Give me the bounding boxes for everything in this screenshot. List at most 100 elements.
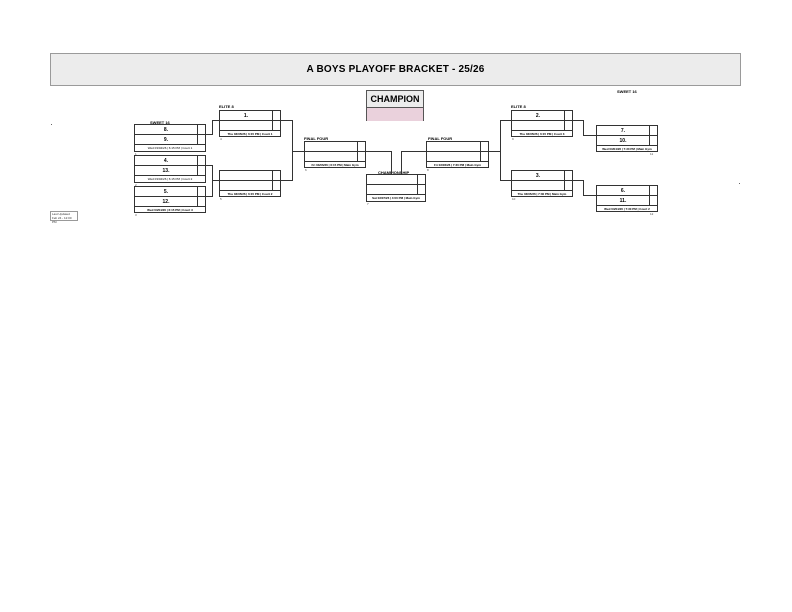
team-slot[interactable]: 9. bbox=[163, 136, 169, 143]
bracket-line bbox=[573, 120, 583, 121]
team-slot[interactable] bbox=[367, 175, 417, 184]
game-number: 2 bbox=[135, 183, 137, 187]
team-slot[interactable] bbox=[427, 152, 480, 161]
bracket-line bbox=[281, 120, 292, 121]
score-slot[interactable] bbox=[480, 142, 488, 151]
team-slot[interactable] bbox=[220, 171, 272, 180]
team-slot[interactable]: 3. bbox=[535, 172, 541, 179]
game-info: Fri 03/06/26 | 6:15 PM | Main Gym bbox=[311, 163, 359, 167]
champion-slot[interactable] bbox=[367, 108, 423, 121]
score-slot[interactable] bbox=[480, 152, 488, 161]
bracket-line bbox=[583, 135, 596, 136]
team-slot[interactable]: 7. bbox=[620, 127, 626, 134]
bracket-line bbox=[391, 151, 392, 174]
stray-mark bbox=[739, 183, 740, 184]
page-title: A BOYS PLAYOFF BRACKET - 25/26 bbox=[50, 53, 741, 86]
bracket-line bbox=[366, 151, 391, 152]
score-slot[interactable] bbox=[197, 135, 205, 144]
team-slot[interactable]: 11. bbox=[619, 197, 627, 204]
score-slot[interactable] bbox=[417, 185, 425, 194]
score-slot[interactable] bbox=[197, 166, 205, 175]
bracket-line bbox=[292, 151, 304, 152]
game-info: Thu 03/05/26 | 7:30 PM | Main Gym bbox=[517, 192, 567, 196]
game-number: 5 bbox=[220, 197, 222, 201]
bracket-line bbox=[583, 180, 584, 195]
team-slot[interactable]: 8. bbox=[163, 126, 169, 133]
score-slot[interactable] bbox=[649, 136, 657, 145]
team-slot[interactable] bbox=[512, 121, 564, 130]
game-9: 2. Thu 03/05/26 | 6:15 PM | Court 3 bbox=[511, 110, 573, 137]
bracket-line bbox=[292, 120, 293, 181]
game-info: Fri 03/06/26 | 7:30 PM | Main Gym bbox=[433, 163, 482, 167]
score-slot[interactable] bbox=[564, 111, 572, 120]
game-number: 6 bbox=[305, 168, 307, 172]
game-5: Thu 03/05/26 | 6:15 PM | Court 2 bbox=[219, 170, 281, 197]
team-slot[interactable]: 1. bbox=[243, 112, 249, 119]
score-slot[interactable] bbox=[357, 142, 365, 151]
bracket-line bbox=[500, 180, 511, 181]
game-info: Wed 03/04/26 | 6:15 PM | Court 2 bbox=[135, 176, 205, 182]
score-slot[interactable] bbox=[357, 152, 365, 161]
game-info: Wed 03/04/26 | 7:30 PM | Main Gym bbox=[602, 147, 652, 151]
score-slot[interactable] bbox=[272, 171, 280, 180]
game-3: 5. 12. Wed 03/04/26 | 6:15 PM | Court 3 bbox=[134, 186, 206, 213]
bracket-line bbox=[206, 134, 212, 135]
team-slot[interactable]: 6. bbox=[620, 187, 626, 194]
team-slot[interactable] bbox=[367, 185, 417, 194]
score-slot[interactable] bbox=[564, 171, 572, 180]
score-slot[interactable] bbox=[272, 181, 280, 190]
score-slot[interactable] bbox=[649, 186, 657, 195]
last-updated-note: Last Updated Feb 24 - 12:00 PM bbox=[50, 211, 78, 224]
team-slot[interactable] bbox=[305, 152, 357, 161]
round-label-elite8-right: ELITE 8 bbox=[511, 104, 526, 109]
bracket-line bbox=[489, 151, 500, 152]
team-slot[interactable] bbox=[220, 121, 272, 130]
team-slot[interactable]: 5. bbox=[163, 188, 169, 195]
team-slot[interactable] bbox=[512, 181, 564, 190]
team-slot[interactable] bbox=[427, 142, 480, 151]
bracket-line bbox=[573, 180, 583, 181]
game-info: Wed 03/04/26 | 7:30 PM | Court 2 bbox=[604, 207, 650, 211]
score-slot[interactable] bbox=[417, 175, 425, 184]
game-info: Thu 03/05/26 | 6:15 PM | Court 1 bbox=[227, 132, 273, 136]
score-slot[interactable] bbox=[272, 121, 280, 130]
score-slot[interactable] bbox=[197, 125, 205, 134]
team-slot[interactable]: 10. bbox=[619, 137, 627, 144]
game-2: 4. 13. Wed 03/04/26 | 6:15 PM | Court 2 bbox=[134, 155, 206, 183]
round-label-final4-right: FINAL FOUR bbox=[428, 136, 453, 141]
game-8: Fri 03/06/26 | 7:30 PM | Main Gym bbox=[426, 141, 489, 168]
game-number: 4 bbox=[220, 137, 222, 141]
score-slot[interactable] bbox=[564, 121, 572, 130]
game-info: Wed 03/04/26 | 6:15 PM | Court 1 bbox=[135, 145, 205, 151]
last-updated-value: Feb 24 - 12:00 PM bbox=[52, 216, 72, 224]
score-slot[interactable] bbox=[197, 197, 205, 206]
score-slot[interactable] bbox=[272, 111, 280, 120]
game-4: 1. Thu 03/05/26 | 6:15 PM | Court 1 bbox=[219, 110, 281, 137]
score-slot[interactable] bbox=[649, 196, 657, 205]
round-label-championship: CHAMPIONSHIP bbox=[378, 170, 410, 175]
bracket-line bbox=[500, 120, 501, 181]
bracket-line bbox=[206, 196, 212, 197]
team-slot[interactable]: 2. bbox=[535, 112, 541, 119]
game-7: Sat 03/07/26 | 4:00 PM | Main Gym bbox=[366, 174, 426, 202]
team-slot[interactable]: 4. bbox=[163, 157, 169, 164]
round-label-sweet16-right: SWEET 16 bbox=[617, 89, 637, 94]
game-info: Wed 03/04/26 | 6:15 PM | Court 3 bbox=[147, 208, 193, 212]
team-slot[interactable] bbox=[220, 181, 272, 190]
champion-box: CHAMPION bbox=[366, 90, 424, 121]
bracket-line bbox=[583, 120, 584, 135]
bracket-line bbox=[212, 120, 219, 121]
team-slot[interactable]: 12. bbox=[162, 198, 170, 205]
score-slot[interactable] bbox=[564, 181, 572, 190]
score-slot[interactable] bbox=[649, 126, 657, 135]
team-slot[interactable] bbox=[305, 142, 357, 151]
score-slot[interactable] bbox=[197, 156, 205, 165]
bracket-line bbox=[583, 195, 596, 196]
game-number: 9 bbox=[512, 137, 514, 141]
stray-mark bbox=[51, 124, 52, 125]
game-10: 3. Thu 03/05/26 | 7:30 PM | Main Gym bbox=[511, 170, 573, 197]
bracket-line bbox=[281, 180, 292, 181]
team-slot[interactable]: 13. bbox=[162, 167, 170, 174]
score-slot[interactable] bbox=[197, 187, 205, 196]
game-number: 7 bbox=[367, 202, 369, 206]
